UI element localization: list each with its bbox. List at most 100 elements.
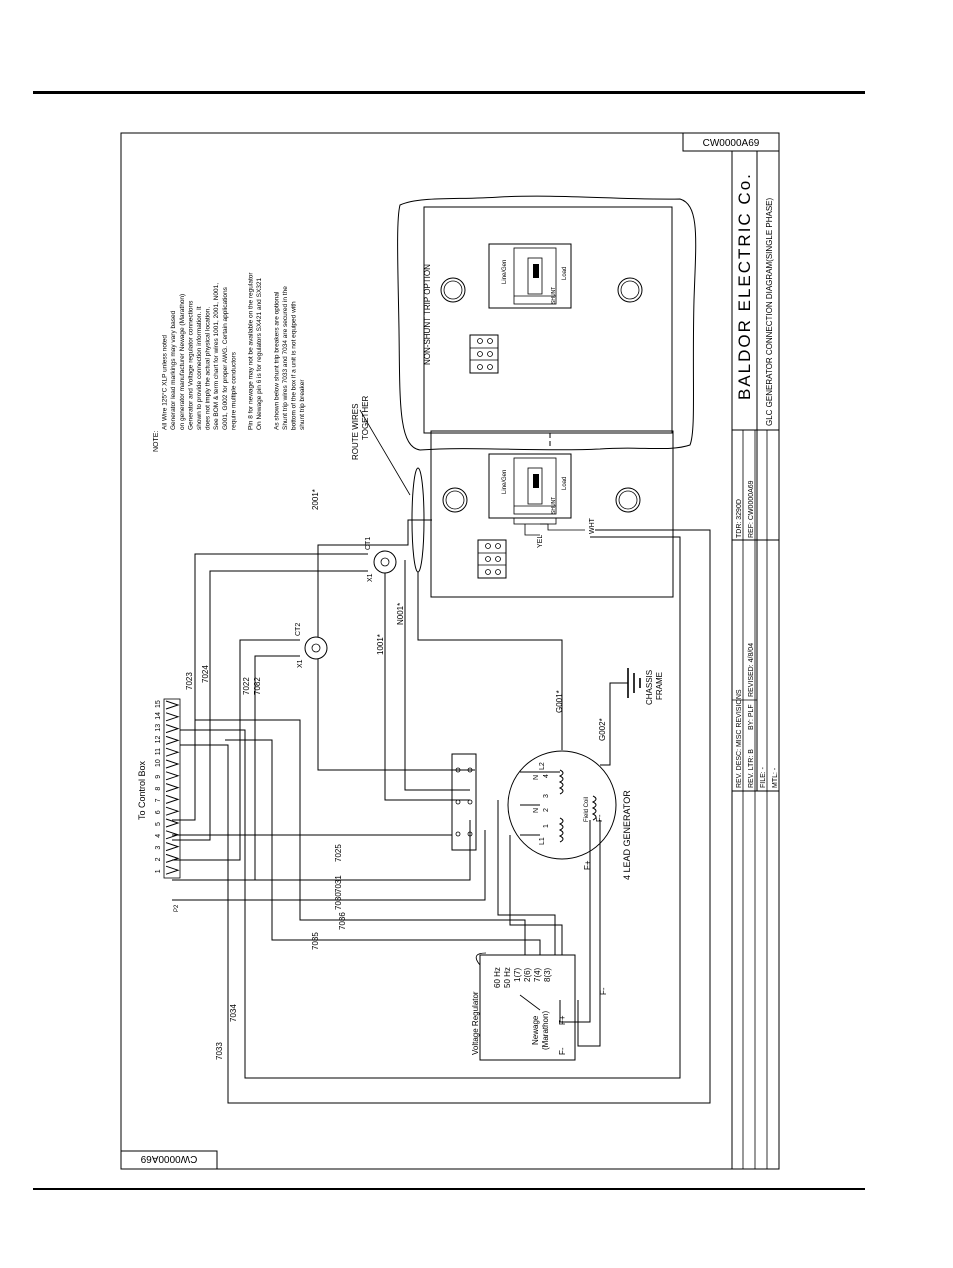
mtl-field: MTL: -: [772, 767, 779, 788]
wire-g002: G002*: [598, 718, 607, 741]
connector-pin-number: 1: [155, 869, 162, 873]
l1-label: L1: [539, 837, 546, 845]
together-label: TOGETHER: [361, 395, 370, 440]
generator: L1 L2 N N 1 2 3 4 Field Coil 4 LEAD GENE…: [507, 750, 632, 880]
note-line: on generator manufacturer Newage (Marath…: [179, 294, 186, 430]
connector-pin: [165, 865, 180, 875]
connector-pin-number: 3: [155, 846, 162, 850]
note-line: require multiple conductors: [230, 351, 237, 430]
note-line: Shunt trip wires 7033 and 7034 are secur…: [282, 286, 289, 430]
note-line: G001, G002 for proper AWG. Certain appli…: [222, 286, 229, 430]
notes-heading: NOTE:: [153, 431, 160, 452]
route-wires-label: ROUTE WIRES: [351, 404, 360, 460]
tdr-field: TDR: 3290D: [736, 499, 743, 538]
wire-7035: 7035: [311, 932, 320, 950]
line-gen-label: Line/Gen: [502, 470, 508, 494]
rev-ltr: REV. LTR: B: [748, 749, 755, 788]
chassis-label: CHASSIS: [645, 670, 654, 705]
wire-n001: N001*: [396, 603, 405, 625]
connector-pin-number: 8: [155, 787, 162, 791]
non-shunt-panel: NON-SHUNT TRIP OPTION Line/Gen Load SHUN…: [397, 195, 697, 451]
connector-pin: [165, 853, 180, 863]
drawing-number-top: CW0000A69: [703, 138, 760, 149]
revised-date: REVISED: 4/8/04: [748, 643, 755, 697]
connector-pin: [165, 783, 180, 793]
reg-pin-2: 2(6): [523, 967, 532, 982]
wire-7030: 7030: [334, 892, 343, 910]
shunt-label: SHUNT: [551, 497, 557, 514]
non-shunt-label: NON-SHUNT TRIP OPTION: [423, 264, 432, 365]
generator-label: 4 LEAD GENERATOR: [622, 790, 632, 880]
connector-pin: [165, 771, 180, 781]
ct2-x1-label: X1: [297, 659, 304, 668]
hz60-label: 60 Hz: [493, 967, 502, 988]
wire-7082: 7082: [253, 677, 262, 695]
note-line: shown to provide connection information.…: [196, 306, 203, 430]
rev-desc: REV. DESC: MISC REVISIONS: [736, 689, 743, 788]
drawing-title: GLC GENERATOR CONNECTION DIAGRAM(SINGLE …: [765, 197, 774, 426]
gen-term-2: 2: [543, 808, 550, 812]
ct1-x1-label: X1: [367, 573, 374, 582]
wire-7036: 7036: [338, 912, 347, 930]
wire-7024: 7024: [201, 665, 210, 683]
note-line: Pin 8 for newage may not be available on…: [248, 272, 255, 430]
connector-pin: [165, 712, 180, 722]
wire-7025: 7025: [334, 844, 343, 862]
nst-shunt-label: SHUNT: [551, 287, 557, 304]
drawing-number-box-bottom: [120, 1150, 218, 1170]
wire-7034: 7034: [229, 1004, 238, 1022]
note-line: Generator lead markings may vary based: [170, 310, 177, 430]
nst-load-label: Load: [562, 267, 568, 280]
title-block: BALDOR ELECTRIC Co. GLC GENERATOR CONNEC…: [731, 150, 780, 1170]
gen-term-1: 1: [543, 824, 550, 828]
connector-pin-number: 7: [155, 798, 162, 802]
p2-label: P2: [174, 904, 180, 912]
connector-pin-number: 2: [155, 857, 162, 861]
route-wires-leader: [359, 409, 411, 496]
chassis-ground-icon: CHASSIS FRAME: [627, 668, 664, 705]
reg-pin-4: 8(3): [543, 967, 552, 982]
reg-f-plus: F+: [558, 1015, 567, 1025]
newage-label: Newage: [531, 1015, 540, 1045]
connector-pin: [165, 806, 180, 816]
connector-pin: [165, 724, 180, 734]
wiring: [172, 519, 711, 1104]
connector-pin-number: 15: [155, 700, 162, 708]
load-label: Load: [562, 477, 568, 490]
connector-pin-number: 6: [155, 810, 162, 814]
hz50-label: 50 Hz: [503, 967, 512, 988]
connector-pin-number: 11: [155, 748, 162, 755]
note-line: See BOM & term chart for wires 1001, 200…: [213, 283, 220, 430]
connector-pin-number: 13: [155, 724, 162, 732]
note-line: All Wire 125°C XLP unless noted: [161, 335, 169, 430]
wire-7033: 7033: [215, 1042, 224, 1060]
nst-line-gen-label: Line/Gen: [502, 260, 508, 284]
connector-pin: [165, 794, 180, 804]
connector-pin: [165, 830, 180, 840]
gen-term-3: 3: [543, 794, 550, 798]
wire-1001: 1001*: [376, 634, 385, 655]
wire-2001: 2001*: [311, 489, 320, 510]
connector-pin: [165, 700, 180, 710]
rev-by: BY: PLF: [748, 704, 755, 730]
connector-pin-number: 4: [155, 834, 162, 838]
wire-g001: G001*: [555, 690, 564, 713]
drawing-number-bottom: CW0000A69: [140, 1153, 197, 1164]
vreg-label: Voltage Regulator: [471, 991, 480, 1055]
n-label-2: N: [533, 775, 540, 780]
note-line: As shown below shunt trip breakers are o…: [273, 291, 280, 430]
gen-f-plus: F+: [583, 860, 592, 870]
connector-pin-number: 9: [155, 775, 162, 779]
wire-7022: 7022: [242, 677, 251, 695]
yel-label: YEL: [537, 535, 544, 548]
connector-frame: [163, 698, 181, 879]
wire-7023: 7023: [185, 672, 194, 690]
connector-pin: [165, 818, 180, 828]
reg-pin-1: 1(7): [513, 967, 522, 982]
connector-pin: [165, 759, 180, 769]
junction-block: [451, 753, 477, 851]
marathon-label: (Marathon): [541, 1011, 550, 1050]
reg-f-minus-wire: F-: [599, 987, 608, 995]
ref-field: REF: CW0000A69: [748, 480, 755, 538]
